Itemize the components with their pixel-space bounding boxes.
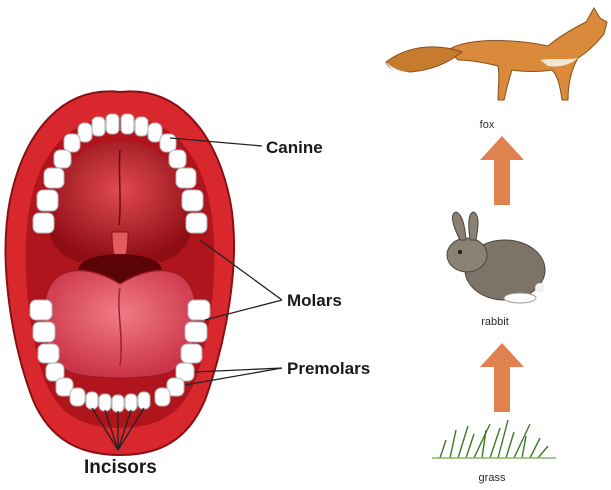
arrow-up-icon: [480, 343, 524, 412]
tooth: [185, 322, 207, 342]
tooth: [138, 392, 150, 409]
tooth: [112, 395, 124, 412]
tooth: [106, 114, 119, 134]
grass-icon: [432, 420, 556, 458]
tooth: [44, 168, 64, 188]
label-fox: fox: [480, 119, 495, 131]
tooth: [155, 388, 170, 406]
mouth-diagram: Canine Molars Premolars Incisors: [6, 91, 371, 478]
palate-midline: [119, 150, 120, 225]
tooth: [33, 322, 55, 342]
label-grass: grass: [479, 472, 506, 484]
tooth: [181, 344, 202, 363]
label-rabbit: rabbit: [481, 316, 509, 328]
label-molars: Molars: [287, 291, 342, 310]
tooth: [37, 190, 58, 211]
fox-icon: [386, 8, 607, 100]
tooth: [33, 213, 54, 233]
tooth: [92, 117, 105, 136]
tooth: [188, 300, 210, 320]
tooth: [99, 394, 111, 411]
arrow-up-icon: [480, 136, 524, 205]
label-incisors: Incisors: [84, 457, 157, 478]
tooth: [86, 392, 98, 409]
tooth: [38, 344, 59, 363]
tooth: [186, 213, 207, 233]
tooth: [182, 190, 203, 211]
food-chain: fox rabbit: [386, 8, 607, 484]
tooth: [70, 388, 85, 406]
label-premolars: Premolars: [287, 359, 370, 378]
tooth: [160, 134, 176, 152]
tooth: [169, 150, 186, 168]
tooth: [176, 168, 196, 188]
tooth: [135, 117, 148, 136]
tooth: [54, 150, 71, 168]
label-canine: Canine: [266, 138, 323, 157]
tooth: [121, 114, 134, 134]
rabbit-icon: [447, 212, 545, 303]
tooth: [30, 300, 52, 320]
tooth: [64, 134, 80, 152]
tooth: [125, 394, 137, 411]
